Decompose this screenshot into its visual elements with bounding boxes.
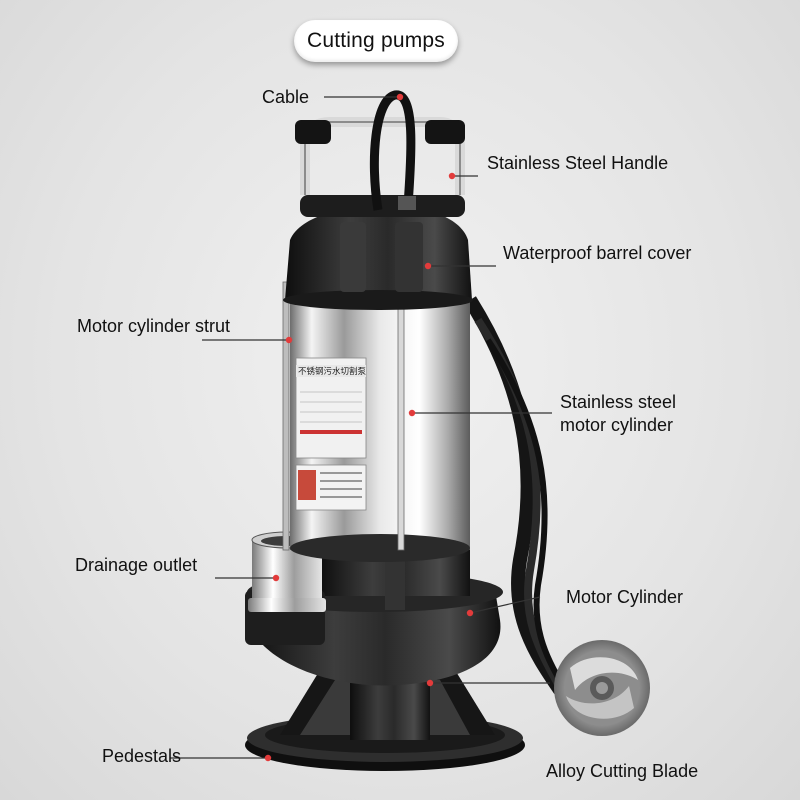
plate-heading: 不锈钢污水切割泵 bbox=[298, 366, 367, 377]
marker-dots bbox=[264, 93, 474, 762]
label-strut: Motor cylinder strut bbox=[77, 316, 231, 336]
label-motor-cylinder: Stainless steel motor cylinder bbox=[560, 391, 676, 437]
label-motor-cylinder-line1: Stainless steel bbox=[560, 392, 677, 412]
label-blade: Alloy Cutting Blade bbox=[546, 761, 699, 781]
label-motor-cylinder-lower: Motor Cylinder bbox=[566, 587, 684, 607]
cutting-blade-image bbox=[554, 640, 650, 736]
barrel-cover bbox=[283, 195, 473, 310]
label-barrel-cover: Waterproof barrel cover bbox=[503, 243, 692, 263]
label-drainage-outlet: Drainage outlet bbox=[75, 555, 198, 575]
strut-left bbox=[282, 281, 290, 551]
page-title: Cutting pumps bbox=[294, 20, 458, 62]
label-motor-cylinder-line2: motor cylinder bbox=[560, 415, 674, 435]
label-handle: Stainless Steel Handle bbox=[487, 153, 669, 173]
label-pedestals: Pedestals bbox=[102, 746, 182, 766]
label-cable: Cable bbox=[262, 87, 310, 107]
motor-cylinder bbox=[290, 295, 470, 562]
handle bbox=[295, 117, 465, 195]
top-cable bbox=[369, 90, 416, 211]
leader-lines bbox=[170, 96, 552, 759]
strut-right bbox=[397, 281, 405, 551]
